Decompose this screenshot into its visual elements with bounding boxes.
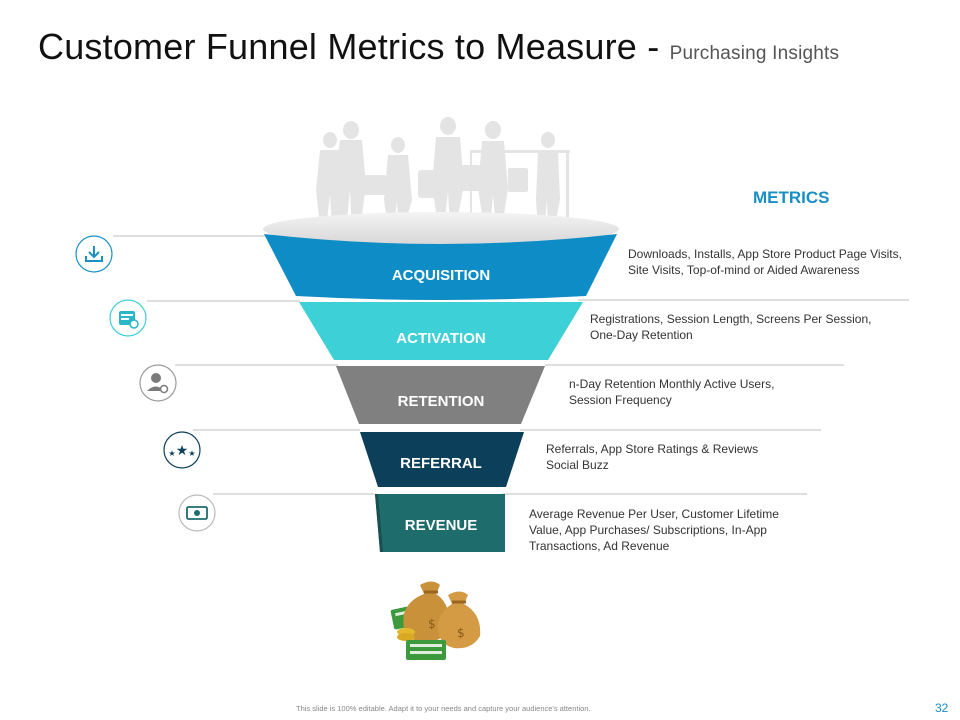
stage-label-referral: REFERRAL bbox=[400, 455, 482, 472]
money-bags-image: $ $ bbox=[390, 581, 481, 660]
funnel-stem-shadow bbox=[375, 494, 383, 552]
activation-metrics-line-2: One-Day Retention bbox=[590, 328, 693, 342]
retention-metrics-line-2: Session Frequency bbox=[569, 393, 672, 407]
metrics-heading: METRICS bbox=[753, 188, 830, 207]
svg-text:★: ★ bbox=[176, 443, 189, 459]
funnel-rim bbox=[263, 212, 619, 246]
funnel-segment-acquisition bbox=[264, 234, 617, 300]
funnel-segment-retention bbox=[336, 366, 545, 424]
funnel-segment-revenue bbox=[375, 494, 505, 552]
shoppers-silhouette-image bbox=[316, 117, 570, 230]
activation-metrics: Registrations, Session Length, Screens P… bbox=[590, 311, 871, 343]
stage-label-revenue: REVENUE bbox=[405, 517, 478, 534]
funnel-segment-referral bbox=[360, 432, 524, 487]
stage-label-retention: RETENTION bbox=[398, 393, 485, 410]
funnel-segment-activation bbox=[299, 302, 583, 360]
revenue-metrics-line-1: Average Revenue Per User, Customer Lifet… bbox=[529, 507, 779, 521]
referral-metrics-line-2: Social Buzz bbox=[546, 458, 609, 472]
svg-text:★: ★ bbox=[168, 449, 175, 458]
title-subtitle: Purchasing Insights bbox=[669, 43, 840, 64]
acquisition-metrics: Downloads, Installs, App Store Product P… bbox=[628, 246, 902, 278]
retention-metrics-line-1: n-Day Retention Monthly Active Users, bbox=[569, 377, 775, 391]
svg-text:$: $ bbox=[428, 617, 436, 631]
revenue-metrics: Average Revenue Per User, Customer Lifet… bbox=[529, 506, 779, 554]
slide-title: Customer Funnel Metrics to Measure - Pur… bbox=[38, 26, 839, 68]
referral-metrics: Referrals, App Store Ratings & Reviews S… bbox=[546, 441, 758, 473]
registration-card-icon bbox=[109, 299, 147, 337]
money-icon bbox=[178, 494, 216, 532]
retention-metrics: n-Day Retention Monthly Active Users, Se… bbox=[569, 376, 774, 408]
revenue-metrics-line-3: Transactions, Ad Revenue bbox=[529, 539, 670, 553]
stage-label-acquisition: ACQUISITION bbox=[392, 267, 490, 284]
referral-metrics-line-1: Referrals, App Store Ratings & Reviews bbox=[546, 442, 759, 456]
star-rating-icon: ★ ★ ★ bbox=[163, 431, 201, 469]
download-icon bbox=[75, 235, 113, 273]
acquisition-metrics-line-2: Site Visits, Top-of-mind or Aided Awaren… bbox=[628, 263, 860, 277]
title-main: Customer Funnel Metrics to Measure - bbox=[38, 26, 670, 67]
user-settings-icon bbox=[139, 364, 177, 402]
acquisition-metrics-line-1: Downloads, Installs, App Store Product P… bbox=[628, 247, 902, 261]
page-number: 32 bbox=[935, 701, 949, 715]
svg-text:★: ★ bbox=[188, 449, 195, 458]
footer-note: This slide is 100% editable. Adapt it to… bbox=[296, 704, 591, 713]
svg-text:$: $ bbox=[457, 626, 465, 640]
revenue-metrics-line-2: Value, App Purchases/ Subscriptions, In-… bbox=[529, 523, 767, 537]
connector-lines bbox=[113, 235, 909, 495]
stage-label-activation: ACTIVATION bbox=[396, 330, 485, 347]
activation-metrics-line-1: Registrations, Session Length, Screens P… bbox=[590, 312, 872, 326]
